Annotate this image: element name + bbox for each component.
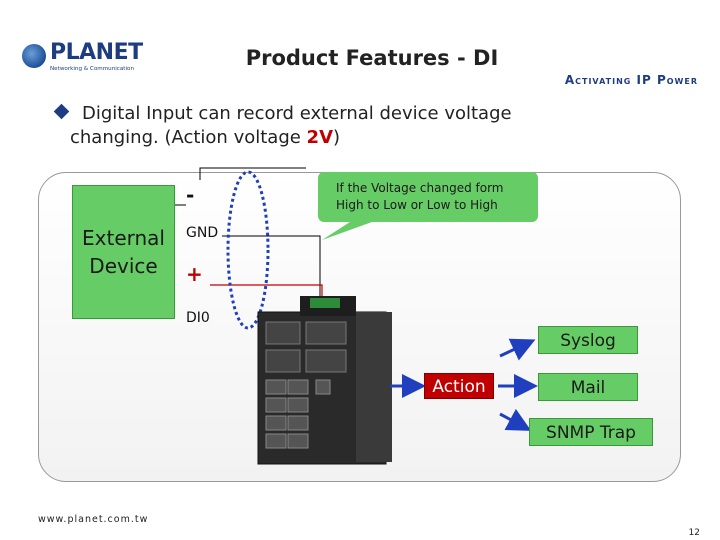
- pin-di0-label: DI0: [186, 310, 210, 326]
- callout-pointer: [322, 222, 372, 240]
- wire-gnd: [222, 235, 321, 296]
- arrow-to-syslog: [499, 338, 536, 361]
- bullet-line-2: changing. (Action voltage 2V): [70, 126, 642, 150]
- bullet-line-2-suffix: ): [333, 127, 341, 148]
- callout-line-1: If the Voltage changed form: [336, 181, 504, 195]
- footer-url: www.planet.com.tw: [38, 514, 149, 525]
- snmp-trap-box: SNMP Trap: [529, 418, 653, 446]
- action-voltage: 2V: [306, 127, 334, 148]
- arrow-to-snmp: [499, 408, 532, 431]
- pin-minus-label: -: [186, 183, 195, 207]
- dotted-highlight: [226, 170, 270, 330]
- pin-gnd-label: GND: [186, 225, 219, 241]
- external-device-box: External Device: [72, 185, 175, 319]
- globe-icon: [22, 44, 46, 68]
- callout-line-2: High to Low or Low to High: [336, 198, 498, 212]
- logo-brand: PLANET: [50, 40, 143, 65]
- slogan: Activating IP Power: [564, 73, 698, 87]
- external-device-line-2: Device: [89, 254, 158, 278]
- logo-tagline: Networking & Communication: [50, 66, 135, 72]
- industrial-switch-image: [257, 296, 392, 465]
- bullet-line-1: Digital Input can record external device…: [82, 103, 512, 124]
- planet-logo: PLANET Networking & Communication: [22, 38, 143, 78]
- external-device-line-1: External: [82, 226, 165, 250]
- wire-plus-red: [210, 284, 323, 296]
- syslog-box: Syslog: [538, 326, 638, 354]
- slide-title: Product Features - DI: [245, 46, 499, 70]
- page-number: 12: [688, 528, 700, 538]
- bullet-text: Digital Input can record external device…: [70, 102, 642, 150]
- wire-top: [199, 167, 306, 180]
- bullet-line-2-prefix: changing. (Action voltage: [70, 127, 307, 148]
- voltage-callout: If the Voltage changed form High to Low …: [318, 172, 538, 222]
- mail-box: Mail: [538, 373, 638, 401]
- action-box: Action: [424, 373, 494, 399]
- pin-plus-label: +: [186, 262, 203, 286]
